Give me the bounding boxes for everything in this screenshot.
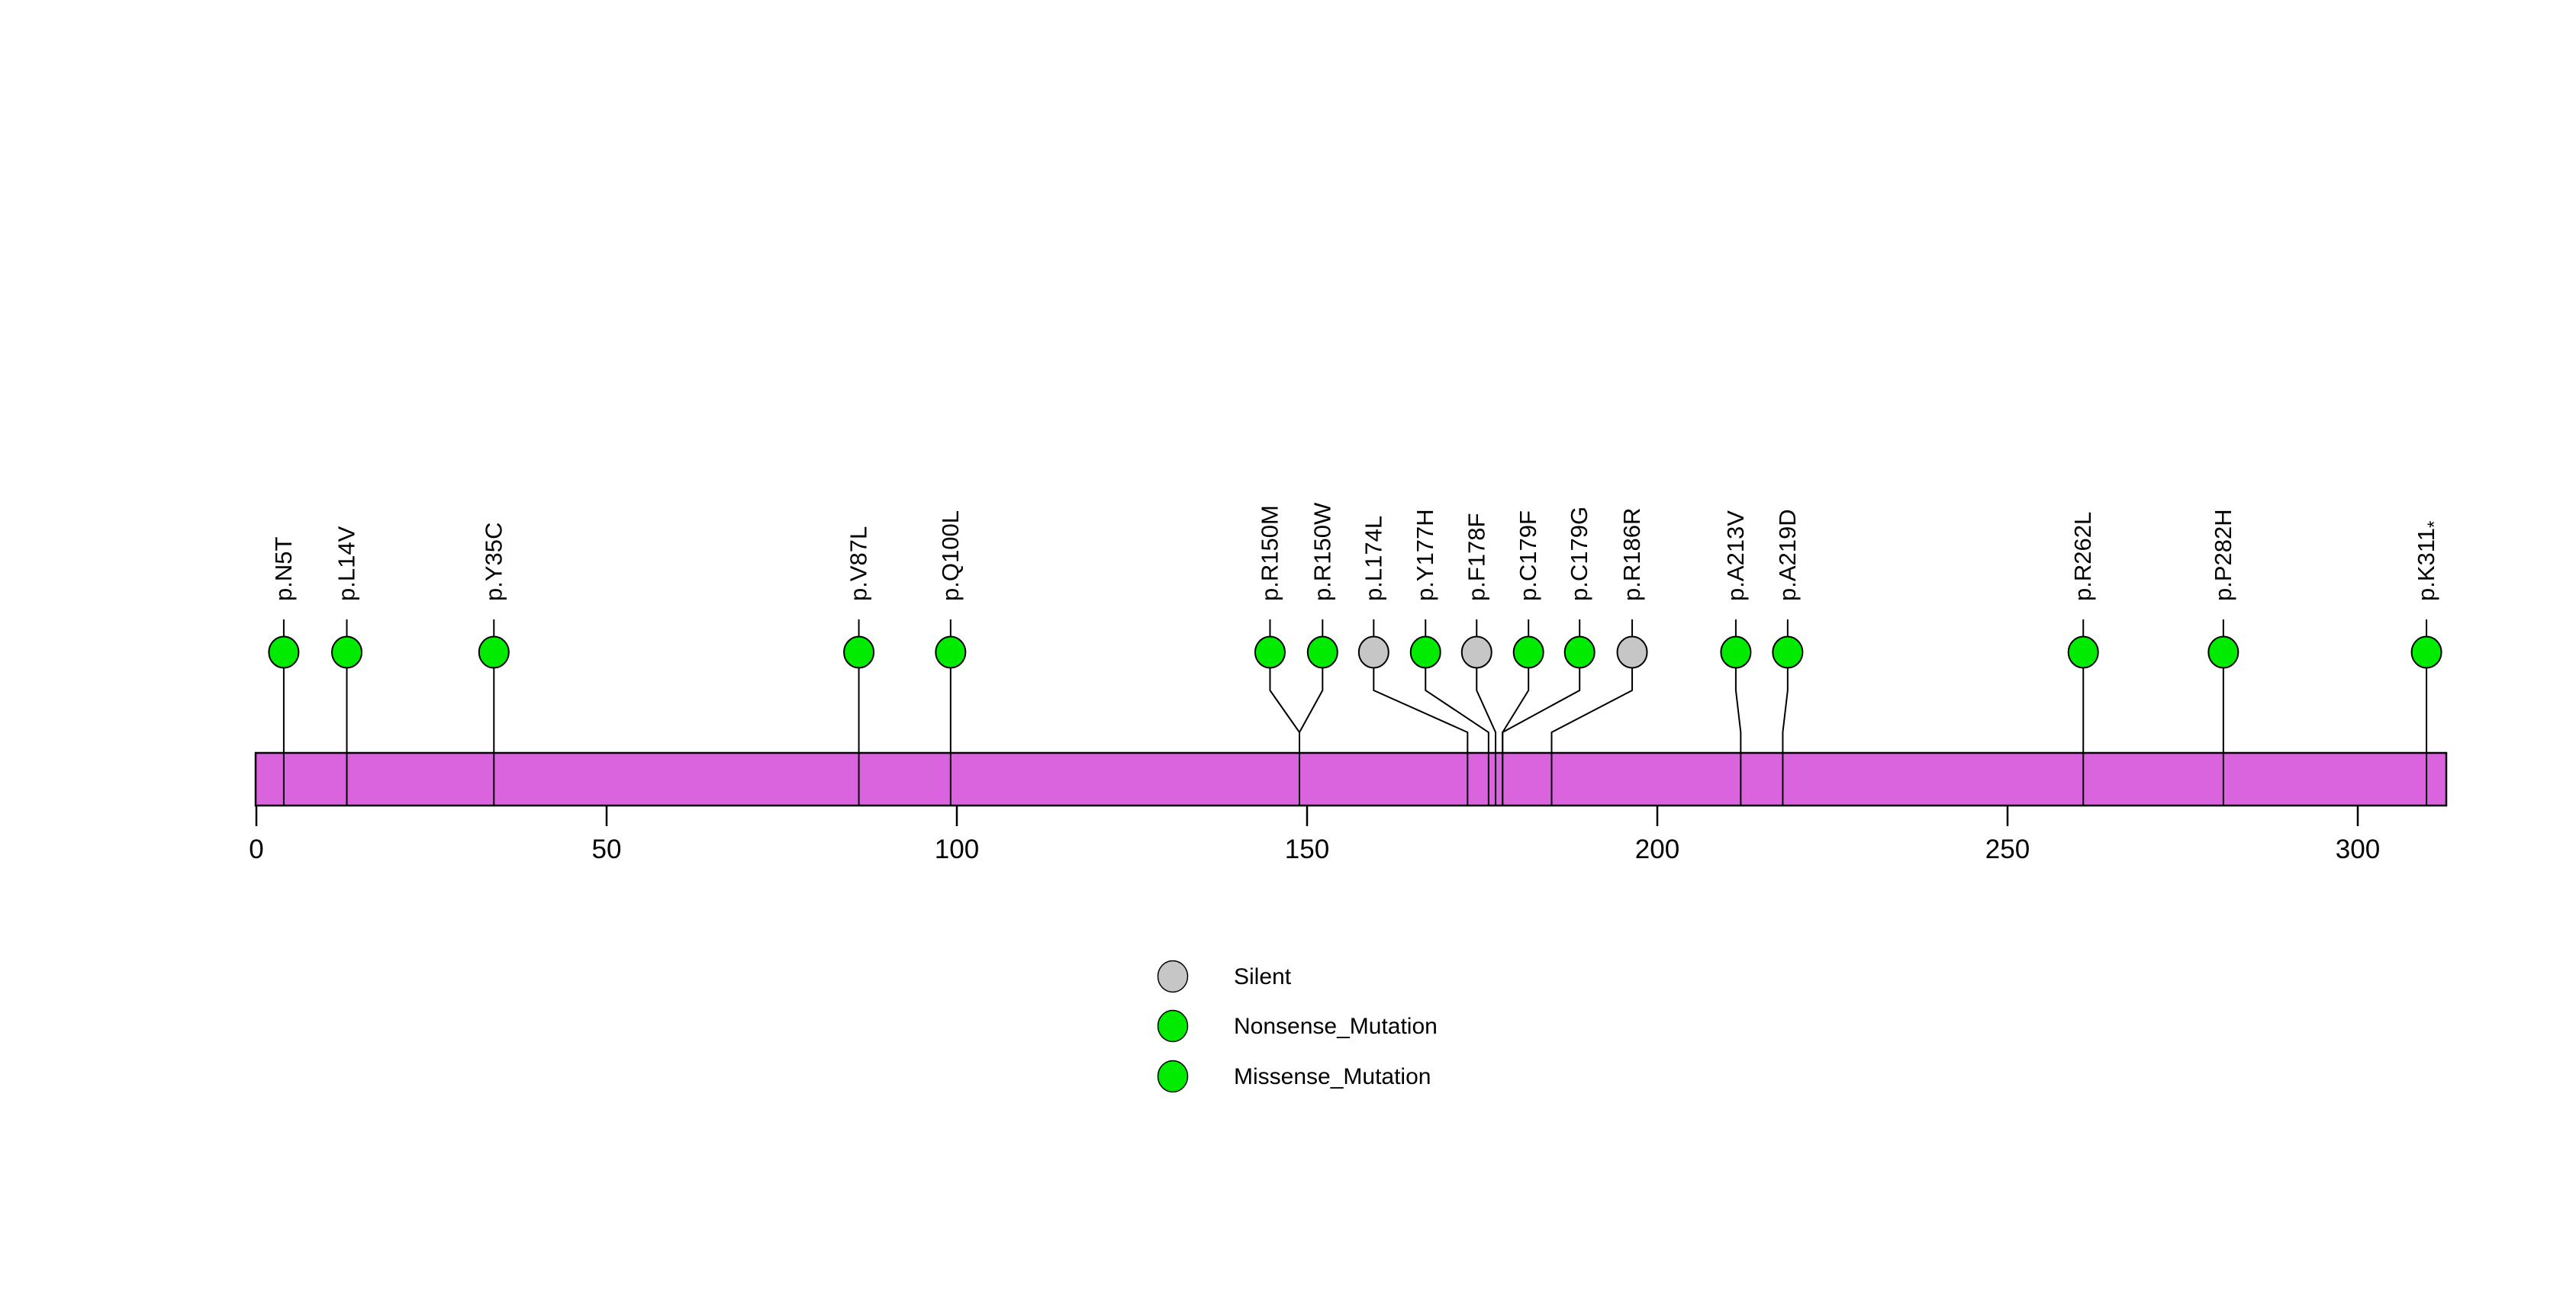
mutation-label: p.R262L xyxy=(2069,512,2096,601)
mutation-label: p.C179F xyxy=(1515,510,1541,601)
mutation-circle xyxy=(1512,635,1544,669)
legend-item: Missense_Mutation xyxy=(1157,1060,1431,1093)
legend-swatch xyxy=(1157,1060,1189,1093)
mutation-circle xyxy=(1409,635,1441,669)
mutation-label: p.K311* xyxy=(2413,521,2445,601)
mutation-circle xyxy=(1460,635,1492,669)
protein-domain-bar xyxy=(254,751,2448,807)
mutation-label: p.Q100L xyxy=(937,510,964,601)
mutation-circle xyxy=(2207,635,2240,669)
mutation-label: p.R186R xyxy=(1618,508,1645,601)
circles-layer xyxy=(268,635,2442,669)
mutation-label: p.F178F xyxy=(1463,513,1489,601)
axis-tick-label: 200 xyxy=(1635,835,1679,864)
mutation-label: p.V87L xyxy=(845,526,872,601)
mutation-circle xyxy=(1616,635,1648,669)
mutation-circle xyxy=(478,635,510,669)
mutation-circle xyxy=(331,635,363,669)
legend-swatch xyxy=(1157,1009,1189,1043)
domain-bar-layer xyxy=(254,751,2448,807)
mutation-label: p.A213V xyxy=(1722,510,1749,601)
mutation-label: p.P282H xyxy=(2210,509,2236,601)
mutation-label: p.R150M xyxy=(1256,505,1283,601)
legend-item: Nonsense_Mutation xyxy=(1157,1009,1438,1043)
mutation-circle xyxy=(1254,635,1286,669)
mutation-circle xyxy=(1357,635,1389,669)
labels-layer: p.N5T p.L14V p.Y35C p.V87L p.Q100L p.R150M p.R… xyxy=(270,502,2445,601)
mutation-label: p.N5T xyxy=(270,537,297,601)
axis-tick-label: 250 xyxy=(1985,835,2030,864)
mutation-label: p.A219D xyxy=(1774,509,1801,601)
mutation-circle xyxy=(843,635,875,669)
axis-tick-label: 300 xyxy=(2336,835,2380,864)
mutation-circle xyxy=(935,635,967,669)
legend-label: Silent xyxy=(1234,964,1292,989)
axis-tick-label: 0 xyxy=(249,835,263,864)
axis-layer: 0 50 100 150 200 250 300 xyxy=(249,806,2380,864)
mutation-label: p.L14V xyxy=(333,526,360,601)
axis-tick-label: 50 xyxy=(592,835,622,864)
legend-label: Missense_Mutation xyxy=(1234,1064,1431,1089)
legend-label: Nonsense_Mutation xyxy=(1234,1014,1438,1039)
mutation-label: p.L174L xyxy=(1360,516,1386,601)
mutation-circle xyxy=(2410,635,2442,669)
mutation-circle xyxy=(1306,635,1338,669)
mutation-circle xyxy=(1720,635,1752,669)
legend-swatch xyxy=(1157,960,1189,993)
legend-item: Silent xyxy=(1157,960,1292,993)
mutation-circle xyxy=(2067,635,2099,669)
axis-tick-label: 150 xyxy=(1285,835,1329,864)
mutation-label: p.Y177H xyxy=(1412,509,1438,601)
mutation-label: p.R150W xyxy=(1309,502,1335,601)
mutation-label: p.Y35C xyxy=(480,523,507,601)
mutation-circle xyxy=(1772,635,1804,669)
mutation-circle xyxy=(1563,635,1596,669)
mutation-label: p.C179G xyxy=(1566,507,1592,601)
axis-tick-label: 100 xyxy=(935,835,979,864)
mutation-circle xyxy=(268,635,300,669)
